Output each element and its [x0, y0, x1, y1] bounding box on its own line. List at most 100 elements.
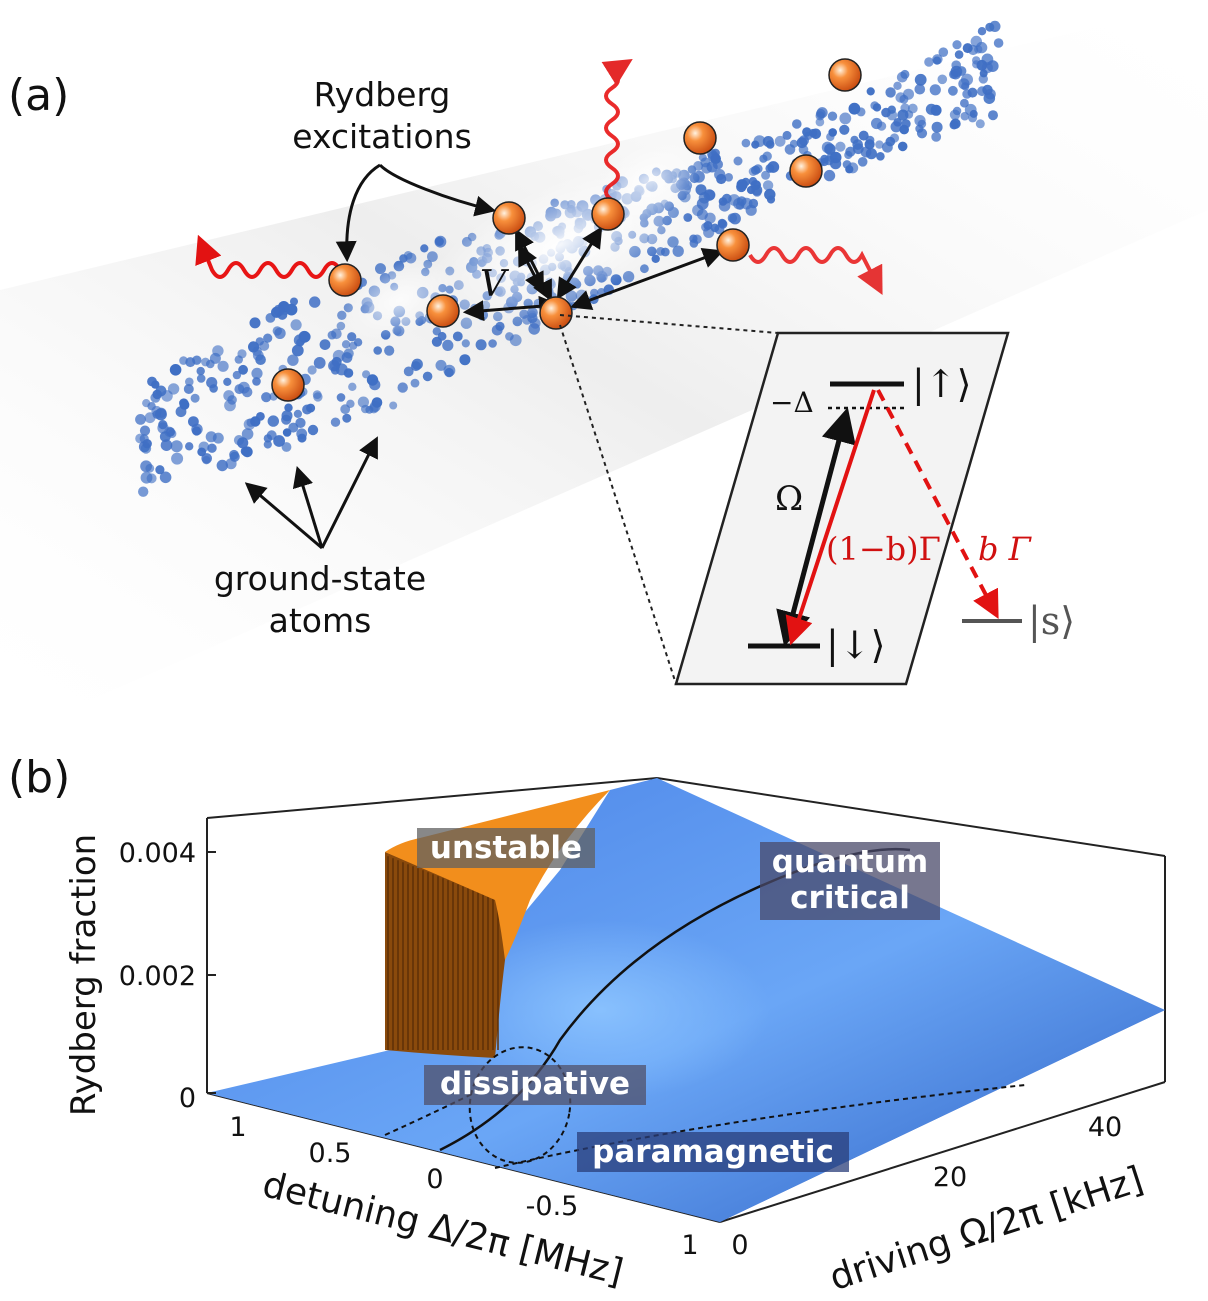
ground-state-atom — [389, 401, 398, 410]
ground-state-atom — [291, 344, 304, 357]
ground-state-atom — [422, 371, 433, 382]
ground-state-atom — [442, 339, 454, 351]
photon-left — [195, 234, 342, 279]
excitation — [591, 197, 625, 231]
ground-state-atom — [151, 380, 160, 389]
detuning-tick: 0 — [426, 1164, 443, 1195]
ground-state-atom — [232, 370, 242, 380]
ground-state-atom — [960, 98, 969, 108]
z-tick: 0.002 — [119, 961, 196, 992]
ground-state-atom — [886, 110, 898, 121]
ground-state-atom — [158, 420, 168, 430]
panel-b-label: (b) — [8, 752, 70, 803]
ground-state-atom — [411, 358, 423, 370]
ground-state-atom — [185, 442, 194, 451]
detuning-tick: -0.5 — [526, 1191, 579, 1222]
ground-state-atom — [410, 378, 420, 388]
ground-state-atom — [889, 133, 900, 143]
rydberg-label-line1: Rydberg — [314, 75, 451, 114]
surface-highlight — [430, 920, 770, 1100]
unstable-wall-stripes — [387, 856, 499, 1050]
ground-state-atom — [930, 104, 942, 116]
ground-state-atom — [336, 321, 346, 331]
ground-state-atom — [914, 115, 926, 127]
ground-state-atom — [762, 180, 774, 191]
ground-state-atom — [307, 424, 319, 436]
ground-state-atom — [845, 165, 854, 174]
ground-state-atom — [856, 107, 866, 117]
ground-state-atom — [907, 103, 918, 114]
ground-state-atom — [240, 446, 250, 456]
ground-state-atom — [977, 27, 987, 36]
excitation — [683, 121, 717, 155]
ground-state-atom — [967, 87, 978, 98]
ground-state-atom — [741, 138, 751, 148]
ground-state-atom — [914, 83, 926, 95]
ground-state-atom — [958, 78, 970, 90]
detuning-tick: 0.5 — [309, 1138, 352, 1169]
ground-state-atom — [256, 412, 265, 421]
ground-state-atom — [224, 399, 236, 412]
panel-b: (b) unstable — [8, 752, 1166, 1299]
ground-state-atom — [420, 244, 429, 253]
ground-state-atom — [288, 422, 299, 433]
ground-state-atom — [975, 119, 985, 129]
ground-state-atom — [960, 111, 970, 121]
ground-state-atom — [399, 254, 408, 263]
decay-label: (1−b)Γ — [826, 530, 941, 568]
ground-state-atom — [852, 139, 863, 150]
excitation — [716, 228, 750, 262]
ground-state-atom — [229, 449, 239, 460]
ground-state-atom — [142, 399, 151, 408]
svg-text:dissipative: dissipative — [440, 1066, 630, 1102]
svg-text:unstable: unstable — [430, 830, 582, 866]
driving-tick: 0 — [731, 1230, 748, 1261]
ground-state-atom — [434, 235, 447, 248]
ground-state-atom — [949, 120, 959, 130]
ground-state-atom — [290, 297, 298, 306]
zoom-line — [559, 324, 677, 685]
ground-state-atom — [488, 339, 497, 348]
ground-state-atom — [707, 151, 719, 162]
ground-state-atom — [929, 84, 941, 96]
driving-tick: 20 — [933, 1162, 967, 1193]
ground-state-atom — [295, 417, 306, 428]
ground-state-atom — [330, 417, 341, 427]
ground-state-atom — [952, 40, 962, 50]
ground-state-atom — [348, 382, 357, 391]
ground-state-atom — [823, 169, 836, 182]
ground-state-atom — [897, 141, 908, 152]
ground-state-atom — [437, 331, 447, 341]
ground-state-atom — [179, 398, 189, 408]
ground-state-atom — [937, 74, 948, 85]
ground-state-atom — [893, 81, 902, 91]
ground-state-atom — [798, 144, 809, 155]
ground-state-atom — [988, 110, 998, 121]
ground-state-atom — [357, 396, 369, 408]
ground-state-atom — [185, 357, 196, 368]
ground-state-atom — [751, 184, 763, 196]
ground-state-atom — [475, 339, 487, 351]
ground-state-atom — [890, 121, 902, 133]
panel-a-label: (a) — [8, 70, 69, 121]
ground-state-atom — [931, 121, 943, 133]
ground-state-atom — [949, 69, 959, 79]
ground-state-atom — [281, 442, 292, 452]
z-axis: Rydberg fraction 0.004 0.002 0 — [64, 834, 216, 1116]
tag-dissipative: dissipative — [424, 1065, 646, 1105]
ground-state-atom — [190, 393, 200, 403]
photon-right — [748, 246, 883, 295]
ground-state-atom — [135, 414, 146, 425]
ground-state-atom — [403, 366, 414, 377]
ground-state-atom — [207, 443, 217, 453]
ground-state-atom — [716, 173, 727, 185]
rabi-label: Ω — [775, 479, 803, 519]
ground-state-atom — [968, 44, 979, 56]
z-axis-label: Rydberg fraction — [64, 834, 104, 1116]
ground-state-atom — [866, 87, 875, 96]
ground-state-atom — [718, 197, 728, 206]
excitation — [426, 294, 460, 328]
ground-state-atom — [824, 155, 834, 166]
excitation — [789, 154, 823, 188]
